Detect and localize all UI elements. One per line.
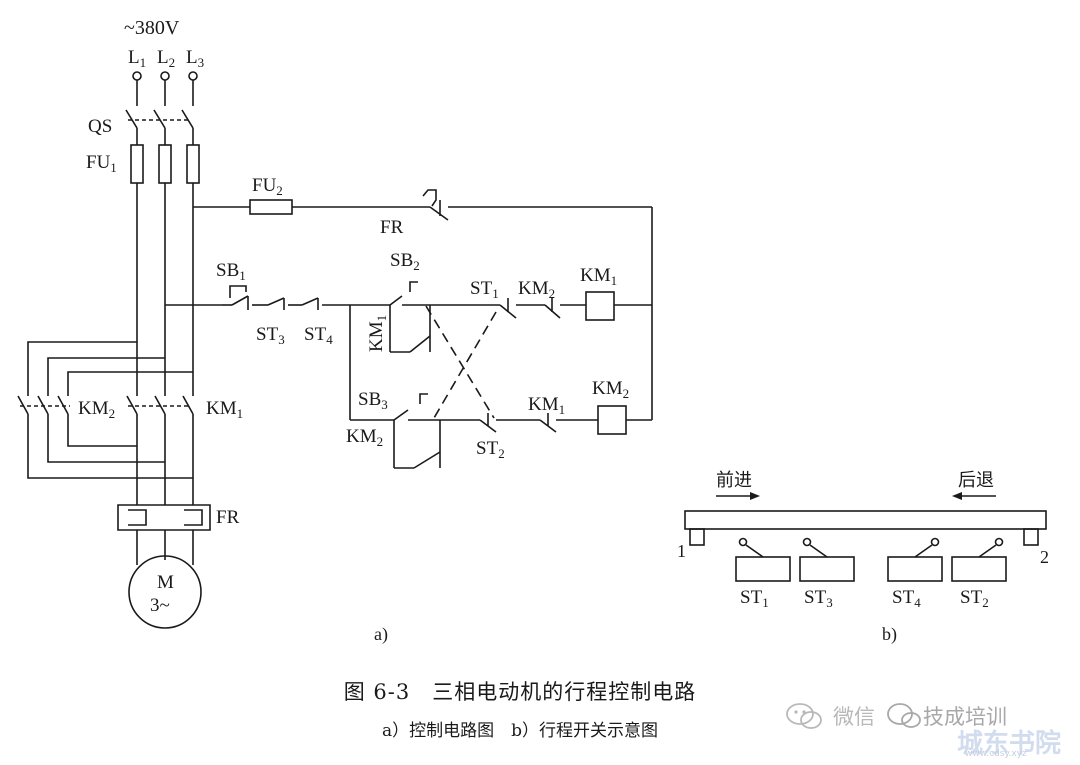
watermark: 微信 技成培训 城东书院 www.cdsy.xyz bbox=[775, 695, 1075, 759]
motor-phase-label: 3~ bbox=[150, 595, 170, 616]
figure-caption-title: 图 6-3 三相电动机的行程控制电路 bbox=[343, 680, 697, 704]
switch-st2-label: ST2 bbox=[960, 587, 989, 610]
circuit-diagram: ~380V L1 L2 L3 QS FU1 FU2 FR FR SB1 SB2 … bbox=[17, 17, 1049, 645]
st4-label: ST4 bbox=[304, 324, 333, 347]
fu1-label: FU1 bbox=[86, 152, 117, 175]
supply-voltage-label: ~380V bbox=[124, 17, 180, 39]
fr-control-label: FR bbox=[380, 217, 404, 238]
part-a-label: a) bbox=[374, 624, 388, 645]
km2-hold-label: KM2 bbox=[346, 426, 383, 449]
watermark-site-name: 城东书院 bbox=[957, 729, 1062, 759]
sb2-label: SB2 bbox=[390, 250, 420, 273]
km2-coil-label: KM2 bbox=[592, 378, 629, 401]
backward-label: 后退 bbox=[958, 470, 994, 490]
watermark-brand-text: 技成培训 bbox=[923, 705, 1007, 729]
figure-caption-subtitle: a）控制电路图 b）行程开关示意图 bbox=[381, 721, 659, 741]
end-1-label: 1 bbox=[677, 541, 686, 561]
phase-l2-label: L2 bbox=[157, 47, 175, 70]
fr-main-label: FR bbox=[216, 507, 240, 528]
watermark-wechat-text: 微信 bbox=[833, 705, 875, 729]
fu2-label: FU2 bbox=[252, 175, 283, 198]
switch-st1-label: ST1 bbox=[740, 587, 769, 610]
sb1-label: SB1 bbox=[216, 260, 246, 283]
wechat-logo-icon bbox=[786, 703, 822, 729]
km1-interlock-row2-label: KM1 bbox=[528, 394, 565, 417]
motor-label: M bbox=[157, 572, 174, 593]
phase-l3-label: L3 bbox=[186, 47, 204, 70]
switch-st3-label: ST3 bbox=[804, 587, 833, 610]
km1-hold-label: KM1 bbox=[366, 315, 389, 352]
qs-label: QS bbox=[88, 116, 112, 137]
wechat-logo-small-icon bbox=[887, 703, 921, 728]
forward-label: 前进 bbox=[716, 470, 752, 490]
phase-l1-label: L1 bbox=[128, 47, 146, 70]
part-b-label: b) bbox=[882, 624, 897, 645]
switch-st4-label: ST4 bbox=[892, 587, 921, 610]
km1-main-label: KM1 bbox=[206, 398, 243, 421]
st2-label: ST2 bbox=[476, 438, 505, 461]
end-2-label: 2 bbox=[1040, 547, 1049, 567]
st1-label: ST1 bbox=[470, 278, 499, 301]
st3-label: ST3 bbox=[256, 324, 285, 347]
km2-interlock-row1-label: KM2 bbox=[518, 278, 555, 301]
km1-coil-label: KM1 bbox=[580, 265, 617, 288]
sb3-label: SB3 bbox=[358, 389, 388, 412]
watermark-site-url: www.cdsy.xyz bbox=[965, 749, 1027, 759]
km2-main-label: KM2 bbox=[78, 398, 115, 421]
